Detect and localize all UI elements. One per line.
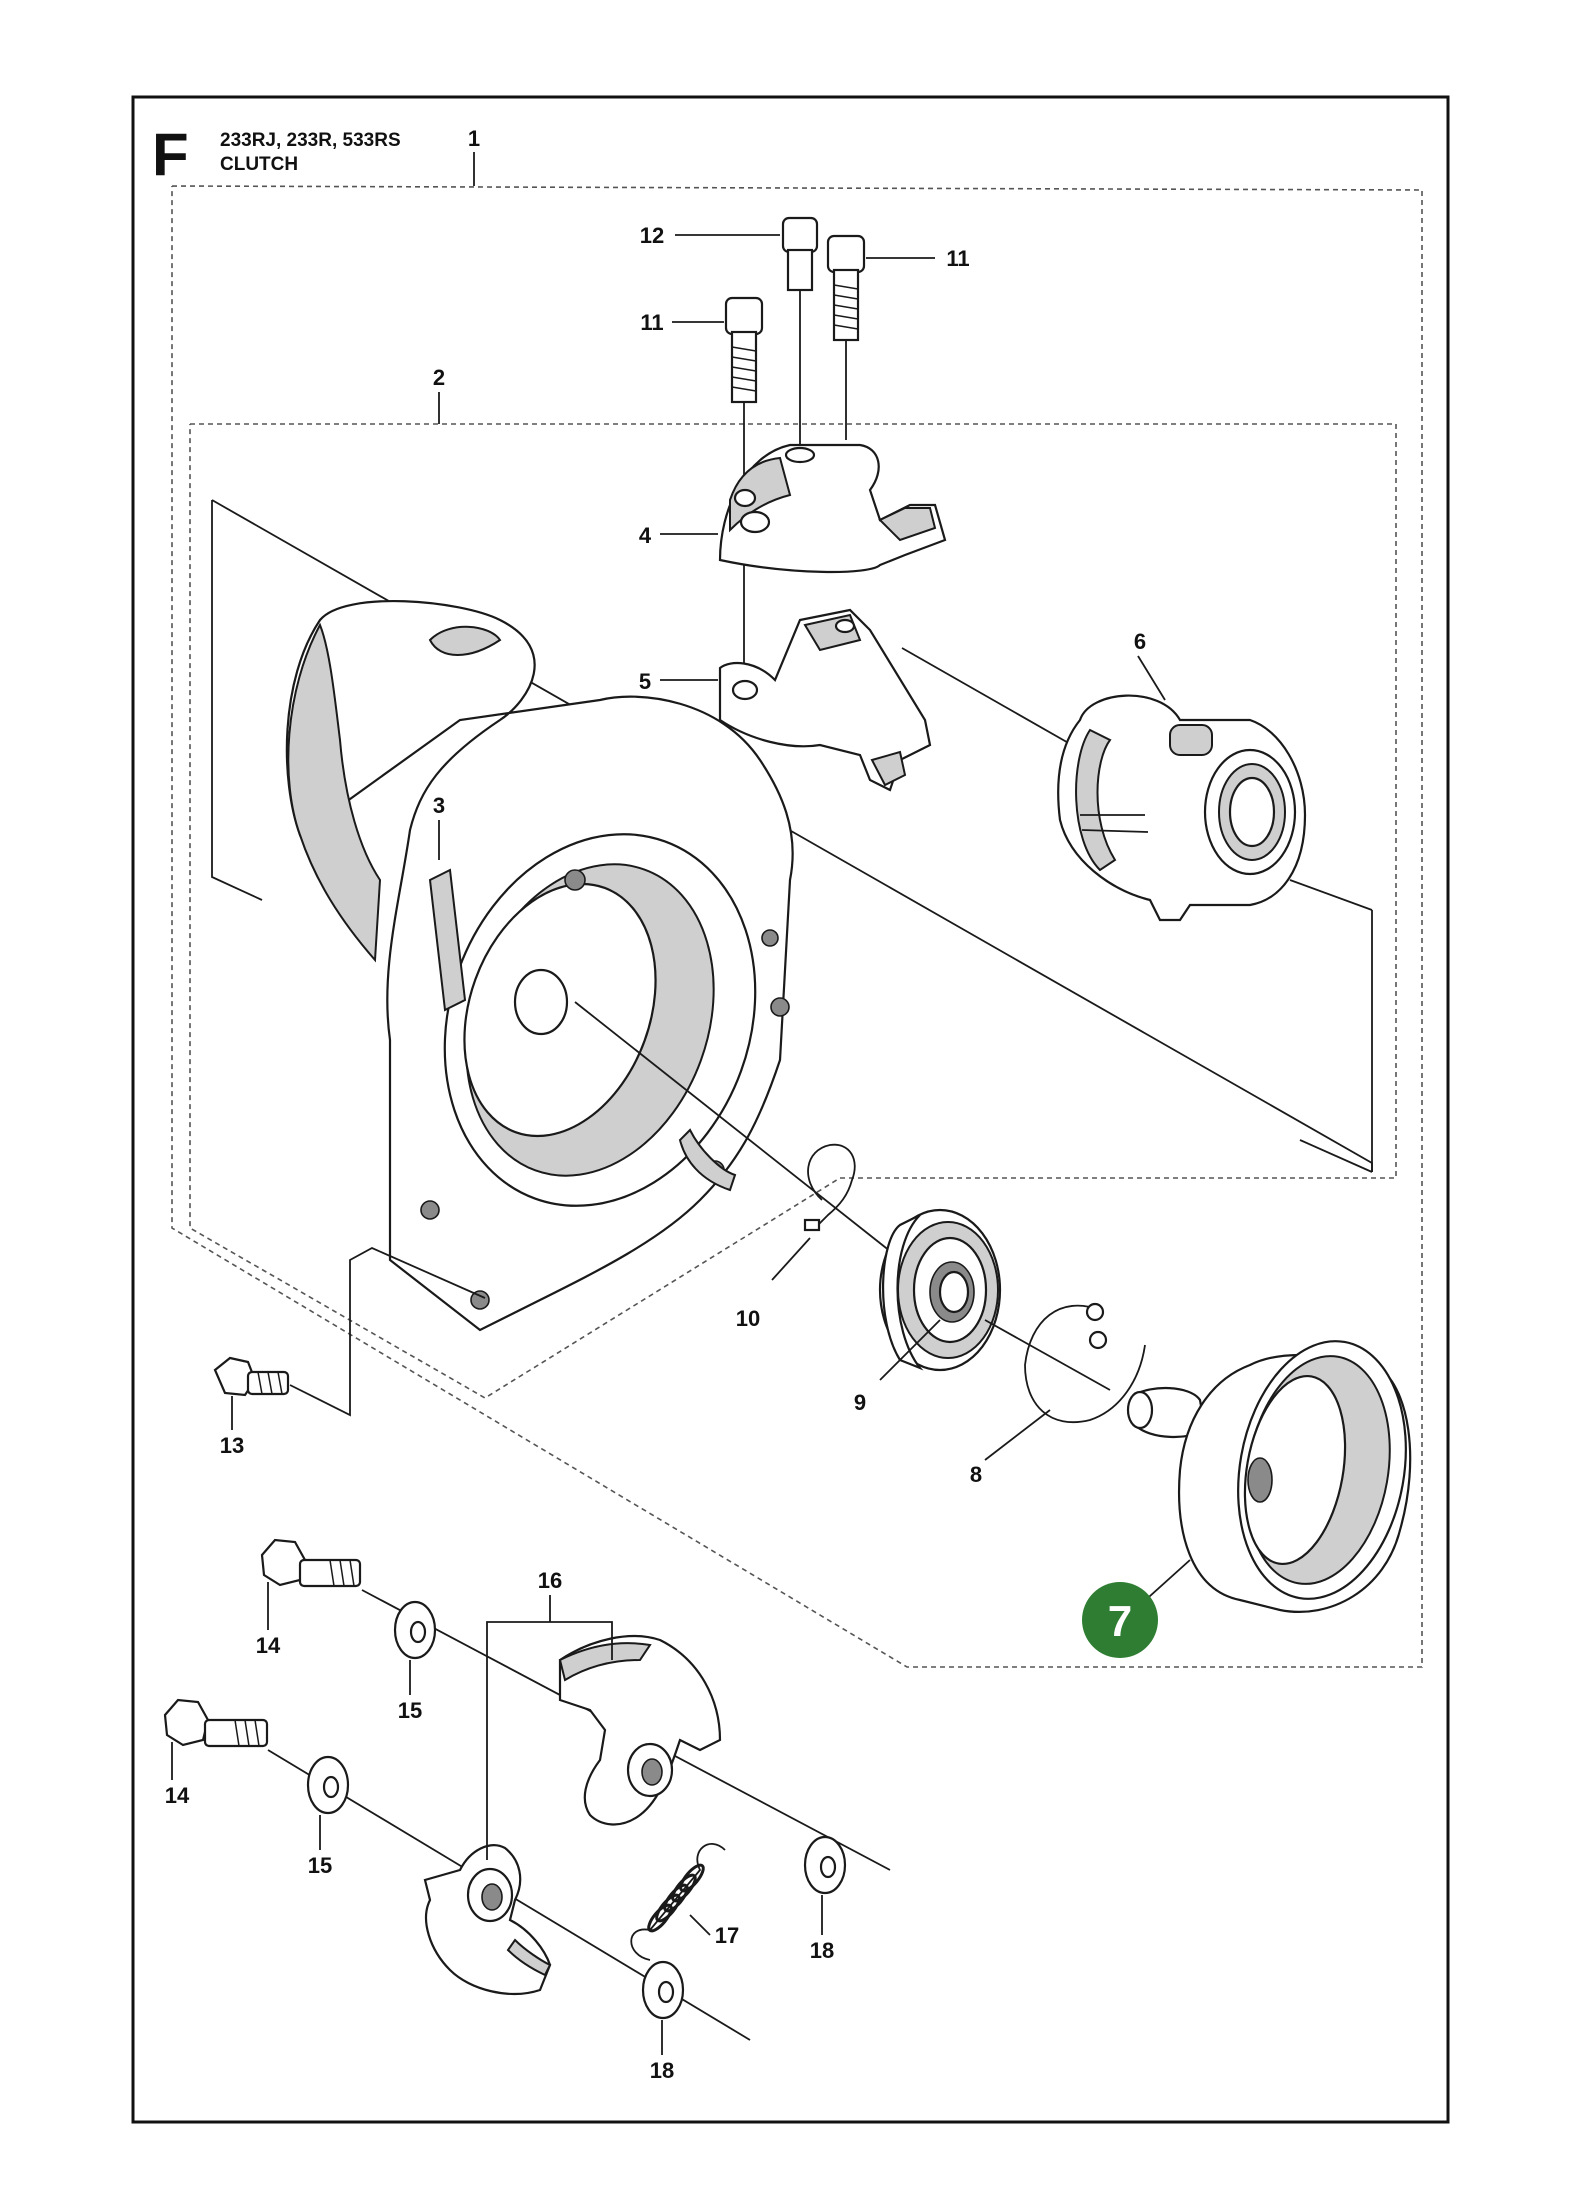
- model-list: 233RJ, 233R, 533RS: [220, 130, 401, 151]
- leader-8: [984, 1409, 1051, 1461]
- group-outline-2: [189, 423, 1397, 1399]
- washer-15-lower: [306, 1755, 350, 1815]
- bolt-14-upper: [260, 1538, 362, 1588]
- bolt-13: [213, 1356, 290, 1397]
- housing-axis-line: [574, 1001, 896, 1256]
- clutch-housing-3: [285, 599, 794, 1332]
- callout-11-left: 11: [640, 310, 663, 335]
- callout-4: 4: [639, 523, 652, 548]
- handle-clamp-upper-4: [718, 443, 947, 574]
- callout-12: 12: [640, 223, 664, 248]
- callout-11-right: 11: [946, 246, 969, 271]
- clutch-shoe-upper-16: [558, 1634, 722, 1826]
- housing-frame: [211, 500, 263, 901]
- callout-15-lower: 15: [308, 1853, 332, 1878]
- highlight-number: 7: [1108, 1597, 1132, 1646]
- clamp-axis-line: [901, 647, 1073, 746]
- callout-16: 16: [538, 1568, 562, 1593]
- screw-11-right: [826, 234, 866, 440]
- page-frame: [131, 95, 1450, 2124]
- callout-14-upper: 14: [256, 1633, 281, 1658]
- tube-axis-line: [1289, 879, 1373, 911]
- handle-clamp-lower-5: [718, 608, 932, 792]
- callout-18-right: 18: [810, 1938, 834, 1963]
- bearing-axis-line: [984, 1319, 1111, 1391]
- diagram-title: CLUTCH: [220, 154, 298, 175]
- callout-13: 13: [220, 1433, 244, 1458]
- bearing-9: [878, 1208, 1002, 1372]
- adapter-tube-6: [1057, 694, 1307, 922]
- callout-6: 6: [1134, 629, 1146, 654]
- callout-2: 2: [433, 365, 445, 390]
- callout-14-lower: 14: [165, 1783, 190, 1808]
- washer-18-right: [803, 1835, 847, 1895]
- callout-3: 3: [433, 793, 445, 818]
- leader-6: [1137, 655, 1166, 701]
- callout-10: 10: [736, 1306, 760, 1331]
- leader-9: [879, 1319, 941, 1381]
- washer-18-lower: [641, 1960, 685, 2020]
- clutch-drum-7: [1126, 1340, 1412, 1613]
- circlip-10: [803, 1143, 856, 1232]
- callout-5: 5: [639, 669, 651, 694]
- clutch-shoe-lower-16: [423, 1844, 552, 1996]
- highlight-badge: [1082, 1582, 1158, 1658]
- section-letter: F: [152, 121, 189, 188]
- spring-17: [630, 1843, 726, 1961]
- retaining-ring-8: [1024, 1302, 1146, 1424]
- housing-frame-bottom: [1299, 1139, 1373, 1173]
- leader-10: [771, 1237, 811, 1281]
- callout-8: 8: [970, 1462, 982, 1487]
- leader-17: [689, 1914, 711, 1936]
- washer-15-upper: [393, 1600, 437, 1660]
- bolt-14-lower: [163, 1698, 269, 1748]
- callout-17: 17: [715, 1923, 739, 1948]
- callout-15-upper: 15: [398, 1698, 422, 1723]
- screw-12: [781, 216, 819, 450]
- callout-1: 1: [468, 126, 480, 151]
- leader-13-line: [289, 1246, 486, 1417]
- screw-11-left: [724, 296, 764, 700]
- callout-18-lower: 18: [650, 2058, 674, 2083]
- callout-9: 9: [854, 1390, 866, 1415]
